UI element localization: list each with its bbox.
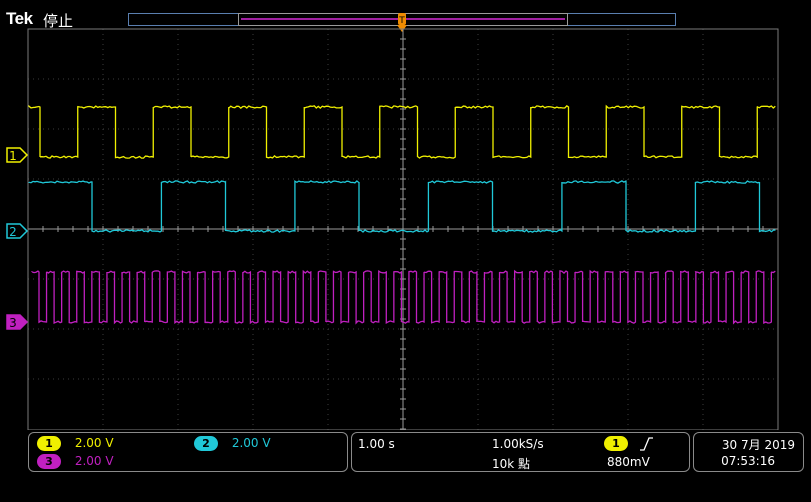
ch3-ground-marker[interactable]: 3 <box>7 315 27 330</box>
timebase-trigger-panel[interactable]: 1.00 s 1.00kS/s 10k 點 1 880mV <box>351 432 690 472</box>
horizontal-scale: 1.00 s <box>358 437 395 451</box>
ch2-scale: 2.00 V <box>232 436 271 450</box>
ch2-badge: 2 <box>194 436 218 451</box>
ch1-setting[interactable]: 1 2.00 V <box>37 436 114 451</box>
sample-rate: 1.00kS/s <box>492 437 544 451</box>
ch1-waveform <box>29 106 775 158</box>
svg-text:2: 2 <box>9 225 17 239</box>
trigger-level: 880mV <box>607 455 650 469</box>
trigger-source[interactable]: 1 <box>604 436 654 451</box>
ch1-badge: 1 <box>37 436 61 451</box>
ch1-scale: 2.00 V <box>75 436 114 450</box>
waveforms <box>29 106 776 323</box>
svg-text:3: 3 <box>9 316 17 330</box>
ch3-scale: 2.00 V <box>75 454 114 468</box>
waveform-display: 1 2 3 <box>0 0 811 430</box>
svg-text:1: 1 <box>9 149 17 163</box>
trigger-source-badge: 1 <box>604 436 628 451</box>
ch3-badge: 3 <box>37 454 61 469</box>
record-length: 10k 點 <box>492 455 530 472</box>
date-display: 30 7月 2019 <box>722 436 795 453</box>
rising-edge-icon <box>638 437 654 451</box>
time-display: 07:53:16 <box>721 454 775 468</box>
ch3-setting[interactable]: 3 2.00 V <box>37 454 114 469</box>
ch2-ground-marker[interactable]: 2 <box>7 224 27 239</box>
ch1-ground-marker[interactable]: 1 <box>7 148 27 163</box>
graticule <box>28 29 778 430</box>
ch2-setting[interactable]: 2 2.00 V <box>194 436 271 451</box>
channel-settings-panel[interactable]: 1 2.00 V 2 2.00 V 3 2.00 V <box>28 432 348 472</box>
datetime-panel: 30 7月 2019 07:53:16 <box>693 432 804 472</box>
